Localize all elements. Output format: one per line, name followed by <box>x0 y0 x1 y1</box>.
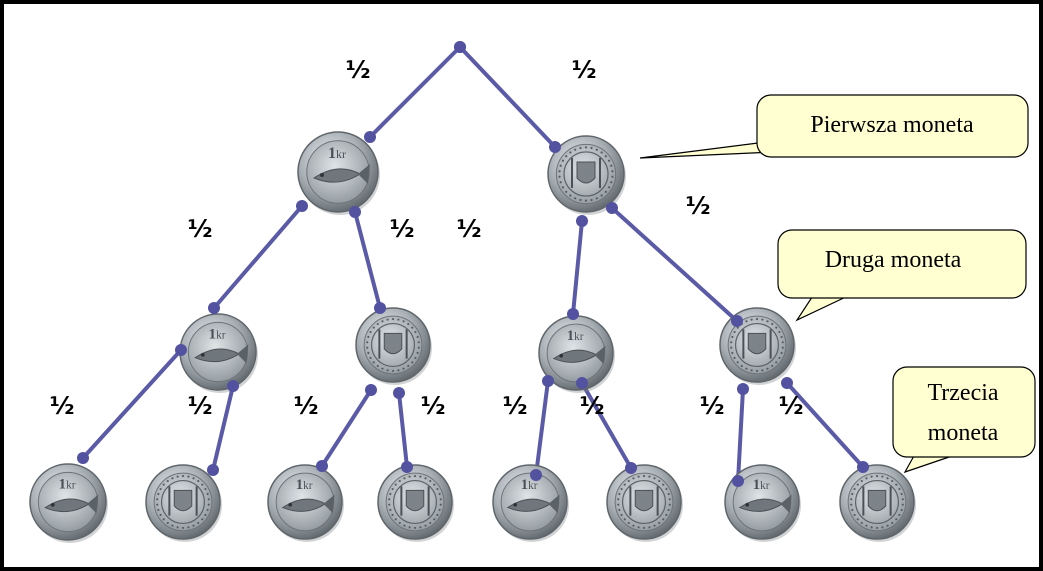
svg-text:kr: kr <box>574 331 584 343</box>
crest-coin <box>377 464 454 542</box>
probability-label: ½ <box>572 56 597 84</box>
crest-coin <box>839 464 916 542</box>
tree-branch <box>785 381 865 469</box>
callout-level-3: Trzecia moneta <box>892 366 1036 474</box>
tree-branch <box>320 388 373 468</box>
branch-node <box>175 344 187 356</box>
probability-label: ½ <box>686 192 711 220</box>
branch-node <box>401 461 413 473</box>
branch-node <box>454 41 466 53</box>
branch-node <box>316 460 328 472</box>
crest-coin <box>606 464 683 542</box>
branch-node <box>393 387 405 399</box>
svg-text:kr: kr <box>216 330 226 342</box>
branch-node <box>530 469 542 481</box>
branch-node <box>207 464 219 476</box>
branch-node <box>732 475 744 487</box>
branch-node <box>567 308 579 320</box>
probability-label: ½ <box>50 392 75 420</box>
callout-text: Druga moneta <box>825 247 962 273</box>
svg-text:kr: kr <box>303 480 313 492</box>
branch-node <box>857 461 869 473</box>
svg-text:1: 1 <box>567 328 574 344</box>
callout-text: moneta <box>928 420 999 446</box>
callout-level-2: Druga moneta <box>777 229 1027 322</box>
tree-branch <box>458 45 557 149</box>
tree-branch <box>353 210 382 310</box>
crest-coin <box>719 307 796 385</box>
svg-text:kr: kr <box>336 147 346 161</box>
svg-text:1: 1 <box>209 326 217 343</box>
probability-label: ½ <box>580 392 605 420</box>
svg-text:1: 1 <box>328 145 336 162</box>
crest-coin <box>145 464 222 542</box>
tree-branches <box>81 45 865 483</box>
branch-node <box>364 131 376 143</box>
tree-branch <box>534 379 550 477</box>
branch-node <box>296 200 308 212</box>
branch-node <box>374 302 386 314</box>
probability-label: ½ <box>390 215 415 243</box>
svg-text:1: 1 <box>753 477 760 493</box>
tree-branch <box>610 206 739 323</box>
branch-node <box>576 215 588 227</box>
tree-branch <box>571 219 584 316</box>
branch-node <box>549 141 561 153</box>
tree-branch <box>211 384 235 472</box>
tree-branch <box>736 387 745 483</box>
tree-branch <box>397 391 409 469</box>
branch-node <box>365 384 377 396</box>
svg-text:1: 1 <box>296 477 303 493</box>
svg-text:1: 1 <box>59 476 67 493</box>
branch-node <box>781 377 793 389</box>
svg-text:kr: kr <box>528 480 538 492</box>
branch-node <box>227 380 239 392</box>
tree-branch <box>212 204 304 310</box>
tree-branch <box>580 381 633 470</box>
branch-node <box>737 383 749 395</box>
branch-node <box>606 202 618 214</box>
probability-label: ½ <box>457 215 482 243</box>
svg-text:kr: kr <box>760 480 770 492</box>
probability-labels: ½ ½ ½ ½ ½ ½ ½ ½ ½ ½ ½ ½ ½ ½ <box>50 56 804 420</box>
svg-text:1: 1 <box>521 477 528 493</box>
tree-branch <box>368 45 462 139</box>
callout-text: Pierwsza moneta <box>810 112 974 138</box>
probability-label: ½ <box>421 392 446 420</box>
callout-text: Trzecia <box>927 380 998 406</box>
probability-label: ½ <box>188 392 213 420</box>
probability-label: ½ <box>779 392 804 420</box>
branch-node <box>77 452 89 464</box>
svg-text:kr: kr <box>66 480 76 492</box>
probability-label: ½ <box>503 392 528 420</box>
probability-label: ½ <box>346 56 371 84</box>
tree-nodes <box>77 41 869 487</box>
branch-node <box>542 375 554 387</box>
callout-level-1: Pierwsza moneta <box>639 94 1029 159</box>
probability-label: ½ <box>188 215 213 243</box>
branch-node <box>208 302 220 314</box>
branch-node <box>576 377 588 389</box>
crest-coin <box>547 135 626 215</box>
probability-label: ½ <box>700 392 725 420</box>
branch-node <box>731 315 743 327</box>
tree-branch <box>81 348 183 460</box>
probability-label: ½ <box>294 392 319 420</box>
crest-coin <box>355 307 432 385</box>
branch-node <box>625 462 637 474</box>
branch-node <box>349 206 361 218</box>
